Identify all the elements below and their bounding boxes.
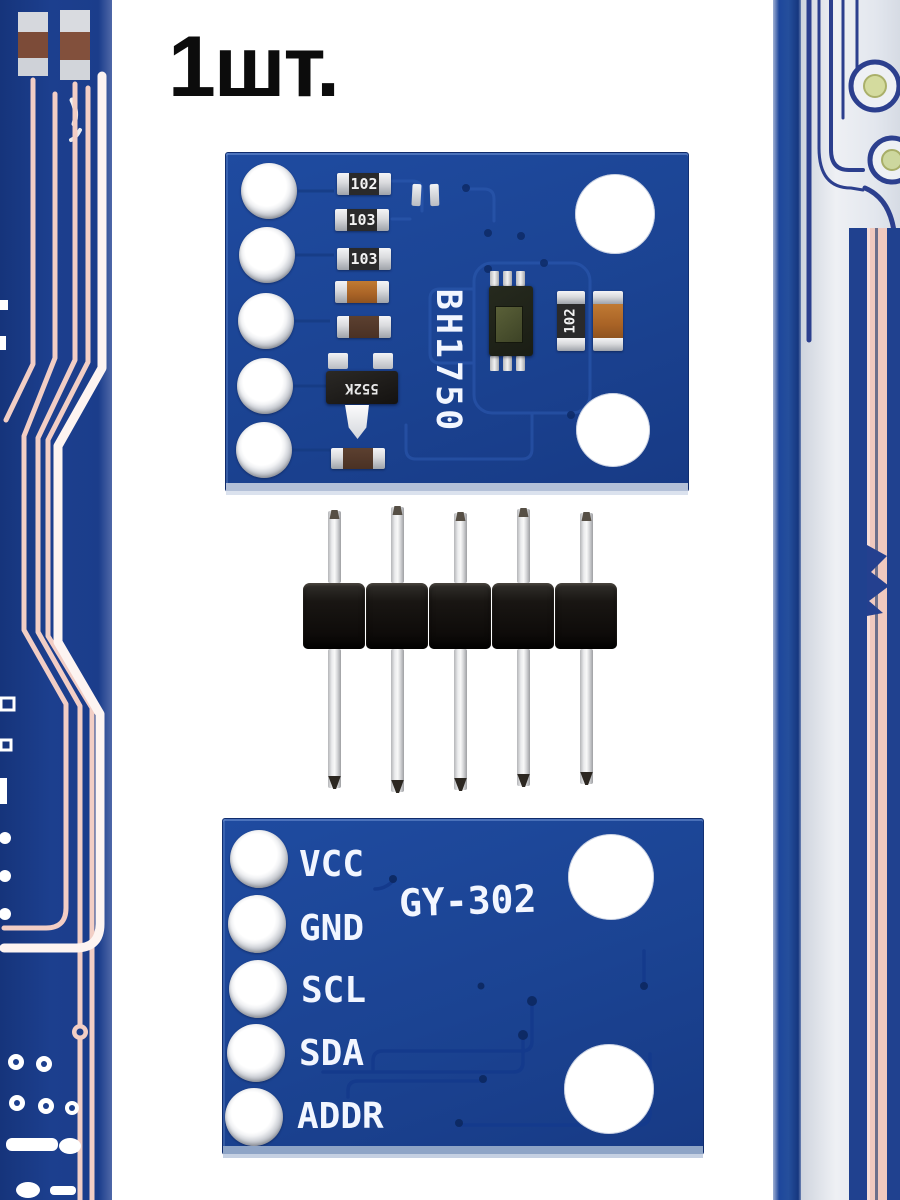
resistor-label: 102: [349, 173, 379, 195]
top-board-mounting-hole-bottom: [576, 393, 650, 467]
solder-cap: [379, 316, 391, 338]
right-pcb-strip: [765, 0, 900, 1200]
hole-addr: [225, 1088, 283, 1146]
bottom-board: VCC GND SCL SDA ADDR GY-302: [222, 818, 704, 1158]
header-pin-4-tail: [517, 649, 530, 786]
solder-cap: [379, 248, 391, 270]
left-strip-silkscreen: [0, 300, 81, 1198]
left-pcb-strip: [0, 0, 112, 1200]
ic-pin: [490, 271, 499, 286]
header-pin-2: [391, 507, 404, 583]
solder-cap: [377, 209, 389, 231]
bottom-board-mounting-hole-bottom: [564, 1044, 654, 1134]
pin-label-gnd: GND: [299, 908, 365, 949]
side-capacitor: [593, 291, 623, 351]
header-pin-4: [517, 509, 530, 583]
top-board-pin-hole-1: [241, 163, 297, 219]
pin-label-vcc: VCC: [299, 844, 365, 885]
header-plastic-block: [366, 583, 428, 649]
board-edge: [226, 483, 688, 491]
right-strip-blue-edge: [773, 0, 801, 1200]
capacitor-body: [343, 448, 373, 469]
pin-label-sda: SDA: [299, 1033, 365, 1074]
transistor-marking: 552K: [345, 379, 379, 396]
pin-header-5pin: [300, 505, 626, 797]
solder-cap: [593, 338, 623, 351]
solder-cap: [593, 291, 623, 304]
ic-pin: [490, 356, 499, 371]
resistor-label: 103: [349, 248, 379, 270]
solder-cap: [337, 316, 349, 338]
capacitor-body: [349, 316, 379, 338]
bottom-board-silkscreen-label: GY-302: [398, 876, 538, 926]
top-board-silkscreen-label: BH1750: [428, 288, 468, 434]
header-pin-2-tail: [391, 649, 404, 792]
top-board-pin-hole-5: [236, 422, 292, 478]
board-edge: [223, 1146, 703, 1154]
transistor-pad: [328, 353, 348, 369]
solder-cap: [337, 173, 349, 195]
hole-gnd: [228, 895, 286, 953]
header-pin-1: [328, 511, 341, 583]
bottom-board-mounting-hole-top: [568, 834, 654, 920]
header-plastic-block: [555, 583, 617, 649]
resistor-103-a: 103: [335, 209, 389, 231]
resistor-103-b: 103: [337, 248, 391, 270]
solder-cap: [557, 291, 585, 304]
top-board: 102 103 103: [225, 152, 689, 495]
solder-cap: [335, 209, 347, 231]
board-edge: [226, 491, 688, 495]
solder-pad: [411, 183, 422, 207]
capacitor-ceramic: [335, 281, 389, 303]
header-pin-3-tail: [454, 649, 467, 790]
capacitor-body: [593, 304, 623, 338]
header-pin-1-tail: [328, 649, 341, 788]
top-board-traces: [293, 179, 592, 461]
capacitor-body: [347, 281, 377, 303]
solder-cap: [557, 338, 585, 351]
pin-label-scl: SCL: [301, 970, 367, 1011]
ic-pin: [516, 356, 525, 371]
solder-cap: [337, 248, 349, 270]
resistor-label: 102: [562, 308, 579, 334]
top-board-pin-hole-3: [238, 293, 294, 349]
header-plastic-block: [303, 583, 365, 649]
capacitor-dark: [337, 316, 391, 338]
side-resistor-102: 102: [557, 291, 585, 351]
solder-cap: [377, 281, 389, 303]
top-board-pin-hole-4: [237, 358, 293, 414]
header-plastic-block: [492, 583, 554, 649]
pin-label-addr: ADDR: [297, 1096, 384, 1137]
bh1750-sensor-window: [495, 306, 523, 343]
header-pin-5-tail: [580, 649, 593, 784]
solder-cap: [335, 281, 347, 303]
bottom-board-traces: [321, 875, 652, 1127]
solder-pad: [429, 183, 440, 207]
board-edge: [223, 1154, 703, 1158]
hole-scl: [229, 960, 287, 1018]
solder-cap: [379, 173, 391, 195]
ic-pin: [516, 271, 525, 286]
ic-pin: [503, 271, 512, 286]
transistor-pad: [373, 353, 393, 369]
header-plastic-block: [429, 583, 491, 649]
capacitor-bottom: [331, 448, 385, 469]
ic-pin: [503, 356, 512, 371]
top-board-pin-hole-2: [239, 227, 295, 283]
solder-cap: [373, 448, 385, 469]
hole-vcc: [230, 830, 288, 888]
hole-sda: [227, 1024, 285, 1082]
left-strip-traces: [0, 10, 107, 1200]
solder-cap: [331, 448, 343, 469]
resistor-102: 102: [337, 173, 391, 195]
header-pin-3: [454, 513, 467, 583]
resistor-label: 103: [347, 209, 377, 231]
transistor-552k: 552K: [326, 371, 398, 404]
quantity-label: 1шт.: [168, 19, 340, 115]
top-board-mounting-hole-top: [575, 174, 655, 254]
right-strip-traces: [806, 0, 900, 1200]
header-pin-5: [580, 513, 593, 583]
